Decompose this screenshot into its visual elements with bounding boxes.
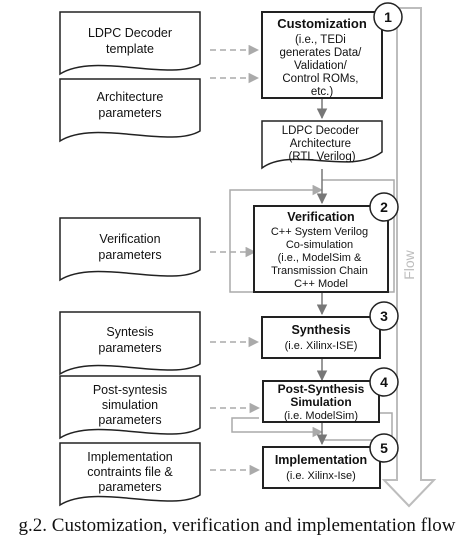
step-number-5: 5 <box>369 433 399 463</box>
svg-text:1: 1 <box>384 9 392 25</box>
svg-text:LDPC Decoder Architectur: LDPC Decoder Architecture (RTL Verilog) <box>282 125 363 163</box>
step-customization: Customization (i.e., TEDi generates Data… <box>261 11 383 99</box>
svg-text:5: 5 <box>380 440 388 456</box>
step-number-4: 4 <box>369 367 399 397</box>
svg-text:(i.e., TEDi generates Da: (i.e., TEDi generates Data/ Validation/ … <box>279 34 364 98</box>
svg-text:Synthesis: Synthesis <box>291 323 350 337</box>
svg-text:Verification: Verification <box>287 210 354 224</box>
dashed-input-arrows <box>210 44 261 476</box>
svg-text:(i.e. Xilinx-ISE): (i.e. Xilinx-ISE) <box>285 340 358 352</box>
svg-text:Post-Synthesis: Post-Synthesis <box>278 382 365 396</box>
step-architecture: LDPC Decoder Architecture (RTL Verilog) <box>261 120 383 170</box>
svg-text:3: 3 <box>380 308 388 324</box>
figure-caption: g.2. Customization, verification and imp… <box>18 515 456 536</box>
svg-text:2: 2 <box>380 199 388 215</box>
step-number-2: 2 <box>369 192 399 222</box>
svg-text:Simulation: Simulation <box>290 395 351 409</box>
svg-text:Implementation: Implementation <box>275 453 367 467</box>
svg-text:C++ System Verilog Co-si: C++ System Verilog Co-simulation (i.e., … <box>271 226 371 290</box>
svg-text:4: 4 <box>380 374 388 390</box>
step-verification: Verification C++ System Verilog Co-simul… <box>253 205 389 293</box>
step-implementation: Implementation (i.e. Xilinx-Ise) <box>262 446 381 489</box>
flow-label: Flow <box>401 249 417 279</box>
svg-text:Customization: Customization <box>277 16 367 31</box>
step-number-1: 1 <box>373 2 403 32</box>
step-post-synthesis: Post-Synthesis Simulation (i.e. ModelSim… <box>262 380 380 423</box>
flow-arrow <box>381 7 437 508</box>
svg-text:(i.e. Xilinx-Ise): (i.e. Xilinx-Ise) <box>286 470 356 482</box>
svg-text:(i.e. ModelSim): (i.e. ModelSim) <box>284 410 358 422</box>
step-number-3: 3 <box>369 301 399 331</box>
step-synthesis: Synthesis (i.e. Xilinx-ISE) <box>261 316 381 359</box>
